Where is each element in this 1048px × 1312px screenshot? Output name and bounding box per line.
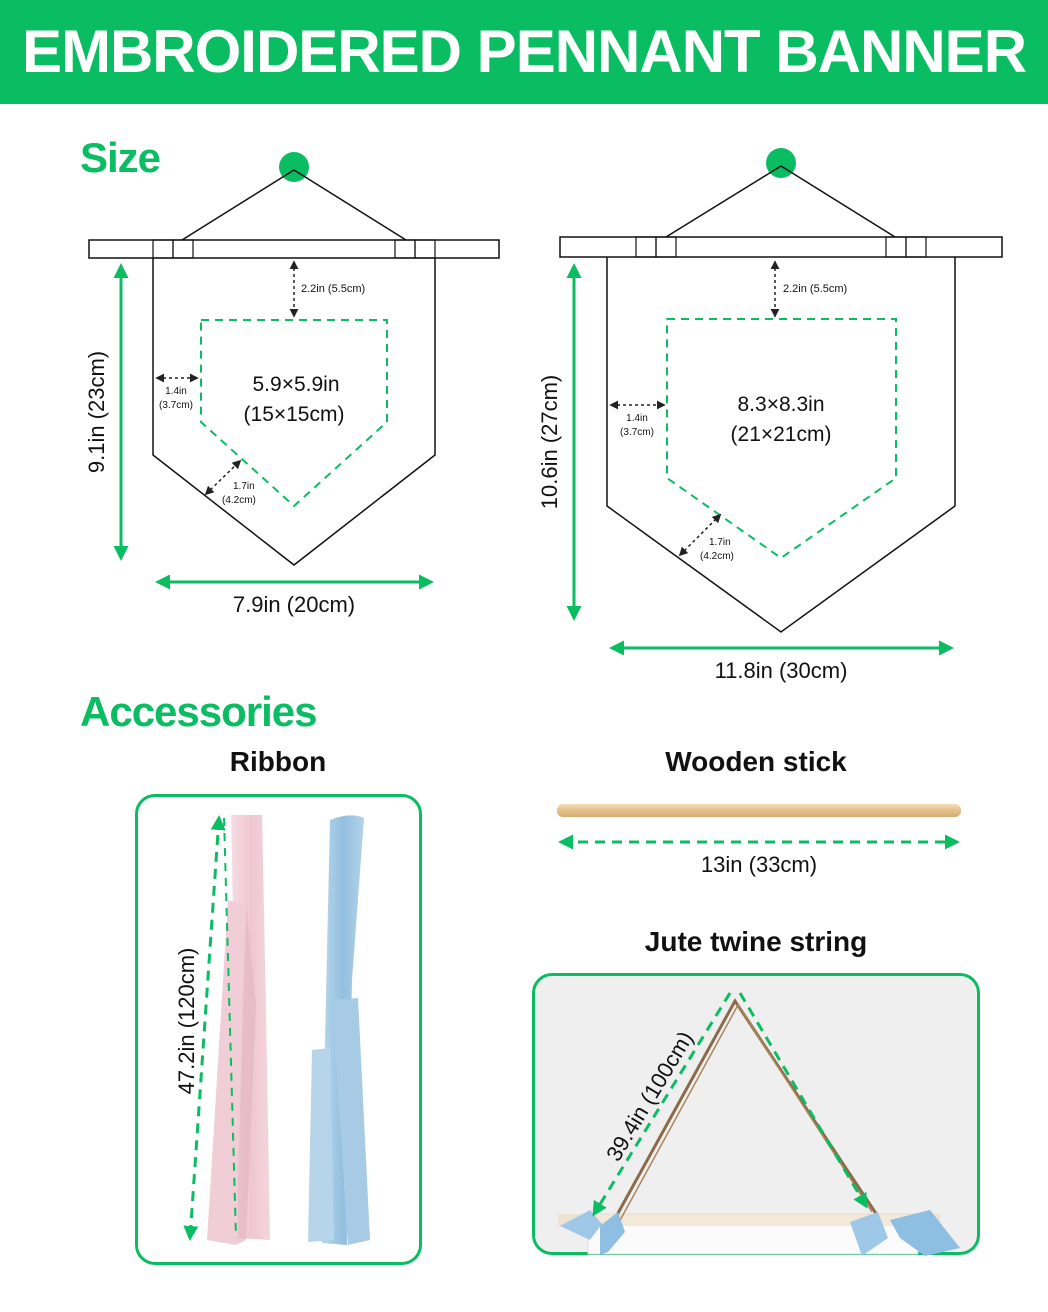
side-margin-cm-label: (3.7cm)	[159, 400, 193, 411]
embroidery-area	[666, 318, 897, 560]
top-margin-label: 2.2in (5.5cm)	[783, 283, 847, 295]
area-size-line2: (15×15cm)	[244, 403, 345, 426]
pennant-outline	[606, 257, 956, 633]
size-section-title: Size	[80, 134, 161, 181]
stick-outline	[559, 236, 1003, 258]
size-diagrams: 2.2in (5.5cm) 1.4in (3.7cm) 1.7in (4.2cm…	[84, 148, 1003, 683]
area-size-line2: (21×21cm)	[731, 423, 832, 446]
embroidery-area	[200, 319, 388, 508]
header-banner: EMBROIDERED PENNANT BANNER	[0, 0, 1048, 104]
page-title: EMBROIDERED PENNANT BANNER	[21, 18, 1027, 85]
bottom-margin-in-label: 1.7in	[709, 537, 731, 548]
side-margin-in-label: 1.4in	[165, 386, 187, 397]
side-margin-cm-label: (3.7cm)	[620, 427, 654, 438]
jute-twine-image	[558, 998, 960, 1256]
area-size-line1: 5.9×5.9in	[253, 373, 340, 396]
width-label: 11.8in (30cm)	[715, 658, 848, 683]
jute-twine-title: Jute twine string	[644, 926, 868, 957]
height-label: 10.6in (27cm)	[537, 375, 562, 510]
area-size-line1: 8.3×8.3in	[738, 393, 825, 416]
small-banner-diagram: 2.2in (5.5cm) 1.4in (3.7cm) 1.7in (4.2cm…	[84, 152, 500, 617]
wooden-stick-title: Wooden stick	[665, 746, 847, 777]
wooden-stick-image	[557, 804, 961, 817]
ribbon-length-label: 47.2in (120cm)	[174, 948, 199, 1095]
top-margin-label: 2.2in (5.5cm)	[301, 283, 365, 295]
bottom-margin-cm-label: (4.2cm)	[222, 495, 256, 506]
stick-length-label: 13in (33cm)	[701, 852, 817, 877]
accessories-section-title: Accessories	[80, 688, 318, 735]
blue-ribbon-image	[308, 815, 370, 1245]
pennant-outline	[152, 258, 436, 566]
pink-ribbon-image	[207, 815, 270, 1245]
height-label: 9.1in (23cm)	[84, 351, 109, 473]
stick-outline	[88, 239, 500, 259]
side-margin-in-label: 1.4in	[626, 413, 648, 424]
bottom-margin-cm-label: (4.2cm)	[700, 551, 734, 562]
ribbon-panel	[135, 794, 422, 1265]
ribbon-title: Ribbon	[229, 746, 327, 777]
width-label: 7.9in (20cm)	[233, 592, 355, 617]
large-banner-diagram: 2.2in (5.5cm) 1.4in (3.7cm) 1.7in (4.2cm…	[537, 148, 1003, 683]
bottom-margin-in-label: 1.7in	[233, 481, 255, 492]
